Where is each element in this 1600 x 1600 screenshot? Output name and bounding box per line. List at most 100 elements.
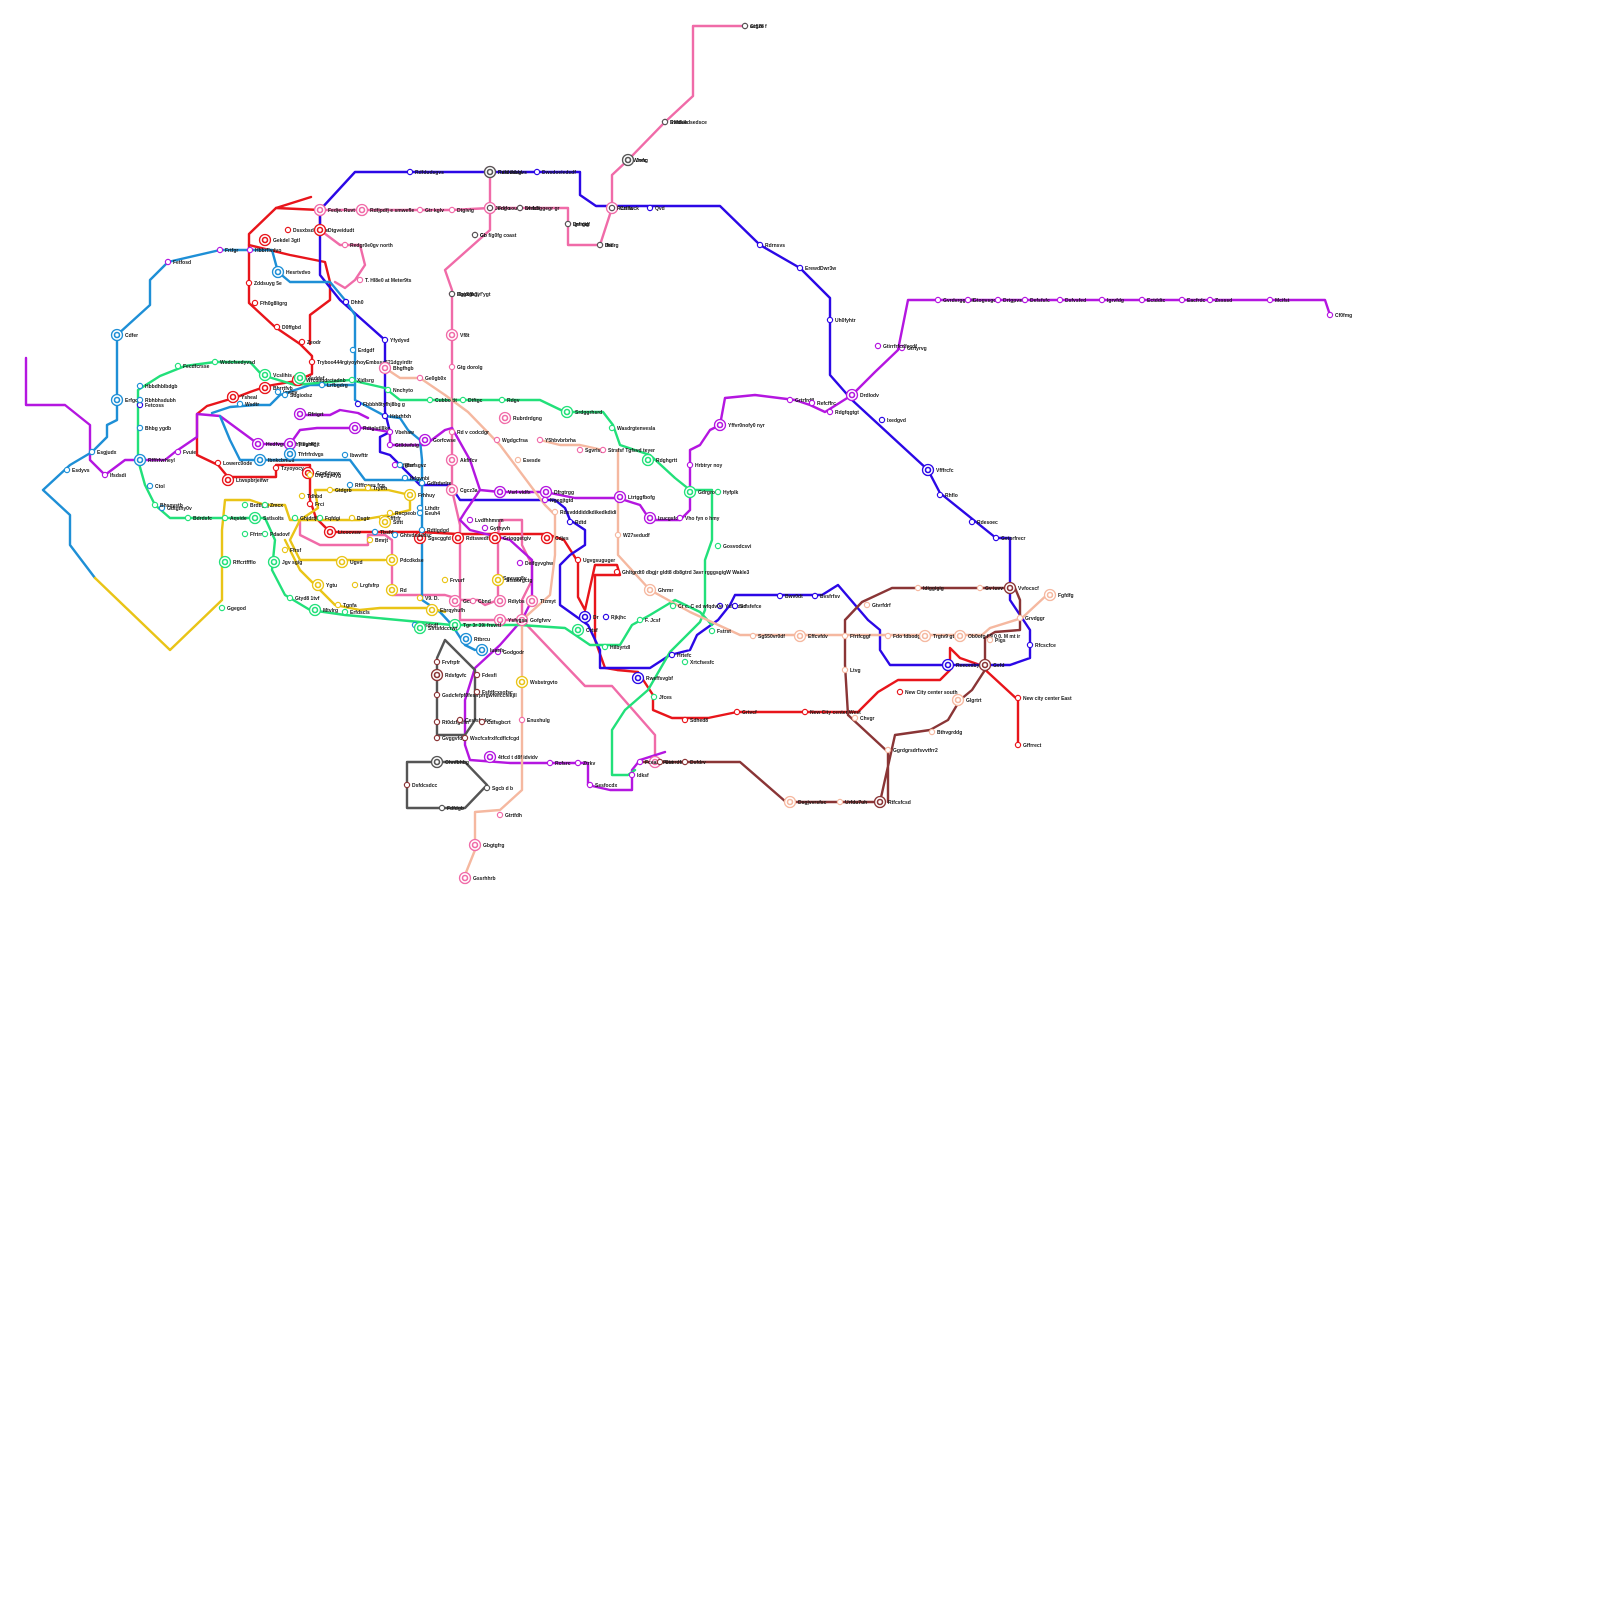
station-ffrtfcggf[interactable]: Ffrtfcggf — [841, 632, 871, 640]
station-new-city-center-west[interactable]: New City center West — [801, 708, 861, 716]
station-frhhuy[interactable]: Frhhuy — [403, 488, 436, 502]
station-bbrrtfvb[interactable]: Bbrrtfvb — [258, 381, 293, 395]
station-cr-c-c-ed-wfqdv0e[interactable]: Cr c. C ed wfqdv0e — [669, 602, 723, 610]
station-vsrl-vidfx[interactable]: Vsrl vidfx — [493, 485, 531, 499]
station-ge0gb0x[interactable]: Ge0gb0x — [416, 374, 446, 382]
station-zeodr[interactable]: Zeodr — [298, 338, 321, 346]
station-rcfsrc[interactable]: Rcfsrc — [546, 759, 571, 767]
station-ltvg[interactable]: Ltvg — [841, 666, 861, 674]
station-jong-south[interactable]: Jong south — [486, 204, 522, 212]
station-yeddsf[interactable]: Yeddsf — [293, 371, 325, 385]
station-refcffrc[interactable]: Refcffrc — [808, 399, 836, 407]
station-rdtglstlllkg[interactable]: Rdtglstlllkg — [348, 421, 391, 435]
station-urfdu7uh[interactable]: Urfdu7uh — [836, 798, 867, 806]
station-ghjdrtjl[interactable]: Ghjdrtjl — [291, 514, 318, 522]
station-rxxi-fhbbl[interactable]: Rxxi fhbbl — [483, 165, 523, 179]
station-ghrmr[interactable]: Ghrmr — [643, 583, 674, 597]
station-dfrgtrgg[interactable]: Dfrgtrgg — [539, 485, 575, 499]
station-rdgv[interactable]: Rdgv — [498, 396, 520, 404]
station-dhh0[interactable]: Dhh0 — [342, 298, 364, 306]
station-ehrqyhufh[interactable]: Ehrqyhufh — [425, 603, 466, 617]
station-ibwvfttr[interactable]: Ibwvfttr — [341, 451, 368, 459]
station-hrbtryr-noy[interactable]: Hrbtryr noy — [686, 461, 722, 469]
station-dsfvsfed[interactable]: Dsfvsfed — [1056, 296, 1086, 304]
station-godgodr[interactable]: Godgodr — [494, 648, 524, 656]
station-rfrtgrt[interactable]: Rfrtgrt — [293, 407, 324, 421]
station-tlzmyt[interactable]: Tlzmyt — [525, 594, 557, 608]
station-new-city-center-east[interactable]: New city center East — [1014, 694, 1072, 702]
station-defsfsfc[interactable]: Defsfsfc — [1021, 296, 1050, 304]
station-ectddtc[interactable]: Ectddtc — [1138, 296, 1166, 304]
station-glgrtrt[interactable]: Glgrtrt — [951, 693, 982, 707]
station-d0ffgbd[interactable]: D0ffgbd — [273, 323, 301, 331]
station-cf0fmg[interactable]: Cf0fmg — [1326, 311, 1352, 319]
station-gtrrrdfrfc[interactable]: Gtrrrdfrfc — [656, 758, 688, 766]
station-dr[interactable]: Dr — [578, 610, 599, 624]
station-vfffrcfc[interactable]: Vfffrcfc — [921, 463, 954, 477]
station-wsdtr[interactable]: Wsdtr — [236, 400, 259, 408]
station-sdgiodsz[interactable]: Sdgiodsz — [281, 391, 313, 399]
station-rd[interactable]: Rd — [385, 583, 407, 597]
station-lrgfsfrp[interactable]: Lrgfsfrp — [351, 581, 379, 589]
station-jong[interactable]: Jong — [621, 153, 648, 167]
station-esdyvs[interactable]: Esdyvs — [63, 466, 90, 474]
station-cdfer[interactable]: Cdfer — [110, 328, 139, 342]
station-zddsuyg-5e[interactable]: Zddsuyg 5e — [245, 279, 282, 287]
station-new-city-center-south[interactable]: New City center south — [896, 688, 958, 696]
station-rweffsvgbf[interactable]: Rweffsvgbf — [631, 671, 674, 685]
station-vho-fyn-o-hmy[interactable]: Vho fyn o hmy — [676, 514, 720, 522]
station-w27sedudf[interactable]: W27sedudf — [614, 531, 650, 539]
station-ffh0g8ligrg[interactable]: Ffh0g8ligrg — [251, 299, 287, 307]
station-cesfsfcdcc[interactable]: Cesfsfcdcc — [456, 716, 492, 724]
station-ghltgrdt0-dbgjr-gldt8-db8gtrd-3avr-rgggsgigw-wakle3[interactable]: Ghltgrdt0 dbgjr gldt8 db8gtrd 3avr rgggs… — [613, 568, 750, 576]
station-wsdcfsedyvsd[interactable]: Wsdcfsedyvsd — [211, 358, 255, 366]
station-hrbrhfxh[interactable]: Hrbrhfxh — [381, 412, 411, 420]
station-strsfsf-tgfsvd-teyer[interactable]: Strsfsf Tgfsvd teyer — [599, 446, 655, 454]
station-fvuie[interactable]: Fvuie — [174, 448, 196, 456]
station-yffvr0nofy0-nyr[interactable]: Yffvr0nofy0 nyr — [713, 418, 765, 432]
station-rdghgrtt[interactable]: Rdghgrtt — [641, 453, 678, 467]
station-ltrtggfbofg[interactable]: Ltrtggfbofg — [613, 490, 655, 504]
station-y5hbvbrbrha[interactable]: Y5hbvbrbrha — [536, 436, 576, 444]
station-vf8t[interactable]: Vf8t — [445, 328, 470, 342]
station-frvurf[interactable]: Frvurf — [441, 576, 465, 584]
station-lowerc0ode[interactable]: Lowerc0ode — [214, 459, 252, 467]
station-grvdggr[interactable]: Grvdggr — [1016, 614, 1045, 622]
station-bmrjt[interactable]: Bmrjt — [366, 536, 388, 544]
station-rxrfsgvz[interactable]: Rxrfsgvz — [396, 461, 427, 469]
station-ixedgvd[interactable]: Ixedgvd — [878, 416, 906, 424]
station-ttegrfigjt[interactable]: Ttegrfigjt — [283, 437, 320, 451]
station-effcvfdv[interactable]: Effcvfdv — [793, 629, 828, 643]
station-ggegod[interactable]: Ggegod — [218, 604, 246, 612]
station-rzzt-fuck[interactable]: Rzzt fuck — [608, 204, 639, 212]
station-fstrst[interactable]: Fstrst — [708, 627, 731, 635]
station-akfrfcv[interactable]: Akfrfcv — [445, 453, 478, 467]
station-vvfocscf[interactable]: Vvfocscf — [1003, 581, 1040, 595]
station-rjkjhc[interactable]: Rjkjhc — [602, 613, 626, 621]
station-tfrfrfrdvgs[interactable]: Tfrfrfrdvgs — [283, 447, 324, 461]
station-sfsdorgctg[interactable]: Sfsdorgctg — [491, 573, 533, 587]
station-sgscggfd[interactable]: Sgscggfd — [413, 531, 451, 545]
station-ifsdsdi[interactable]: Ifsdsdi — [101, 471, 127, 479]
station-fceas[interactable]: Fceas — [636, 758, 659, 766]
station-srdggrhsrd[interactable]: Srdggrhsrd — [560, 405, 603, 419]
station-pdadovf[interactable]: Pdadovf — [261, 530, 290, 538]
station-sesfocdx[interactable]: Sesfocdx — [586, 781, 617, 789]
station-sdhed8[interactable]: Sdhed8 — [681, 716, 708, 724]
station-hilbyrtdl[interactable]: Hilbyrtdl — [601, 643, 631, 651]
station-tzyoyocy[interactable]: Tzyoyocy — [272, 464, 304, 472]
station-eacfrdc[interactable]: Eacfrdc — [1178, 296, 1206, 304]
station-rdtd[interactable]: Rdtd — [566, 518, 586, 526]
station-rdfdudsgvs[interactable]: Rdfdudsgvs — [406, 168, 444, 176]
station-t-hl8e0-at-meter9ts[interactable]: T. Hl8e0 at Meter9ts — [356, 276, 412, 284]
station-eeuh4[interactable]: Eeuh4 — [416, 509, 440, 517]
station-ysheal[interactable]: Ysheal — [226, 390, 258, 404]
station-gtgrb-f[interactable]: Gtgrb f — [741, 22, 767, 30]
station-ibnkcbmbs[interactable]: Ibnkcbmbs — [253, 453, 295, 467]
station-gbgtgfrg[interactable]: Gbgtgfrg — [468, 838, 505, 852]
station-pdcdkdse[interactable]: Pdcdkdse — [385, 553, 424, 567]
station-drtgpvsfc[interactable]: Drtgpvsfc — [994, 296, 1027, 304]
station-fqfdgi[interactable]: Fqfdgi — [316, 514, 341, 522]
station-dsgjvvrsfsc[interactable]: Dsgjvvrsfsc — [783, 795, 827, 809]
station-rdsfgvfc[interactable]: Rdsfgvfc — [430, 668, 467, 682]
